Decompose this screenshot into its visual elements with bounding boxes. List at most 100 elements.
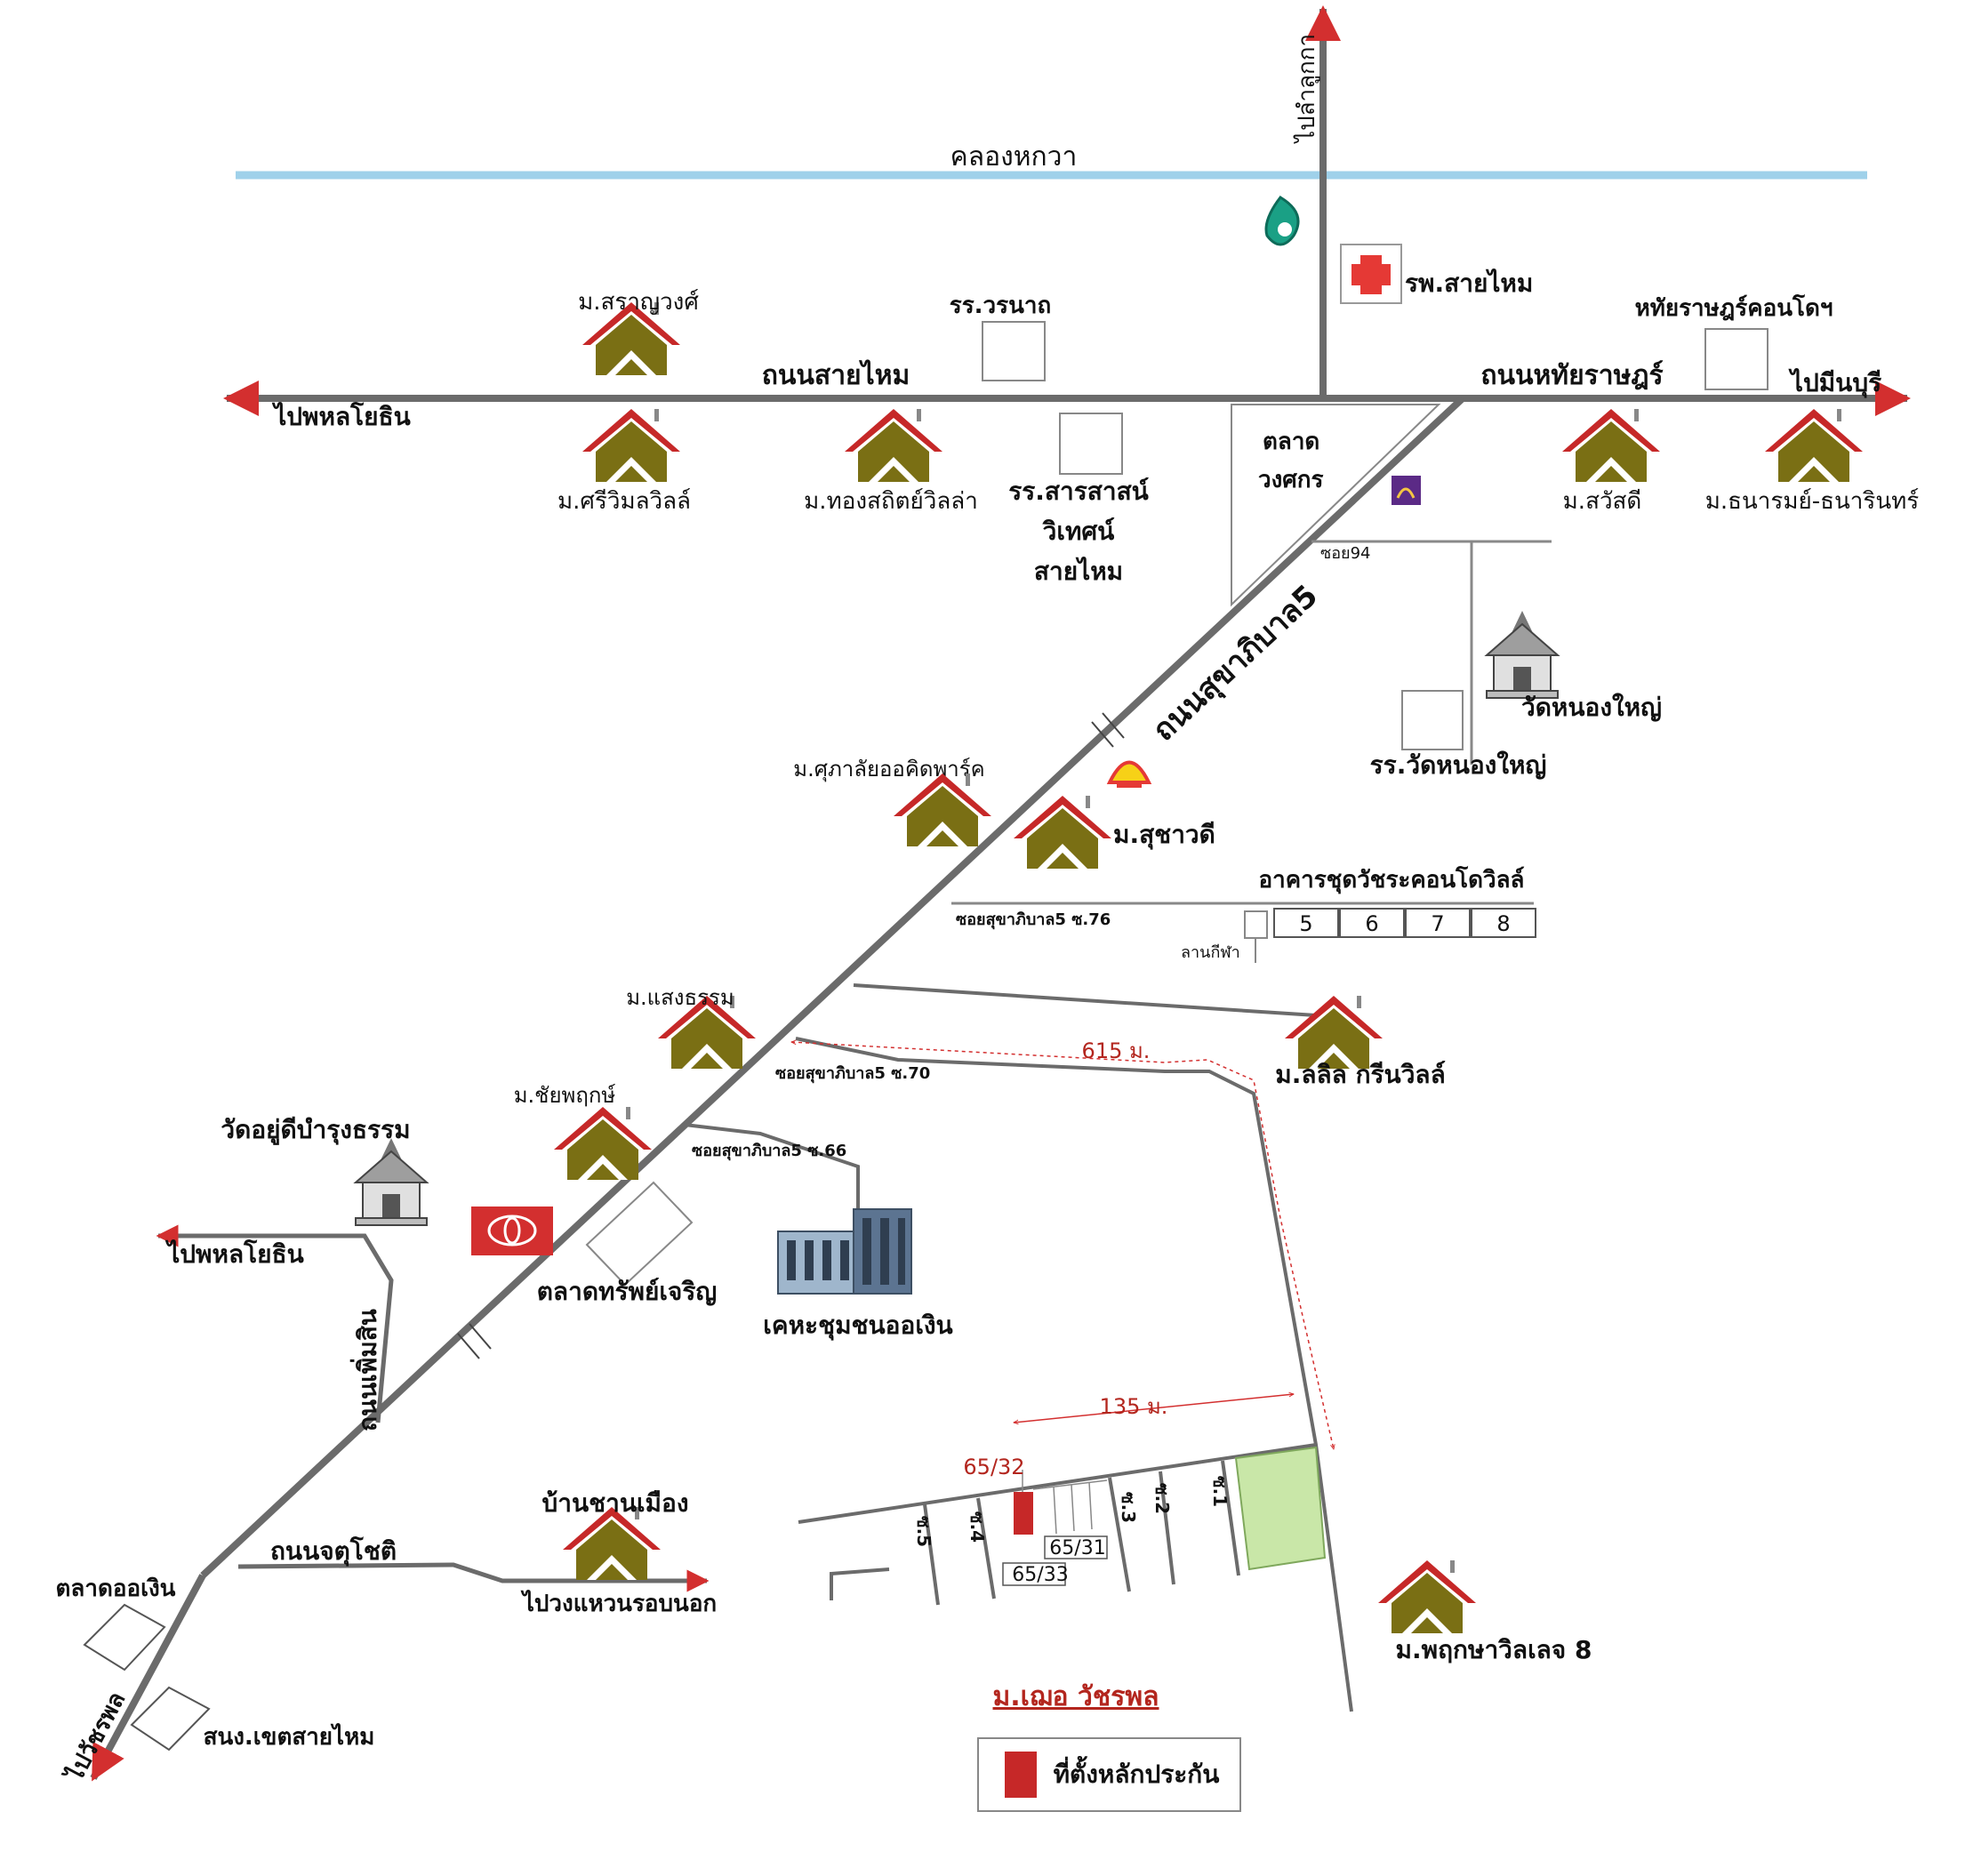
bridge-mark-upper	[1091, 712, 1125, 748]
sports-field-box	[1244, 910, 1268, 939]
thongsathit-label: ม.ทองสถิตย์วิลล่า	[804, 488, 978, 515]
suchawadee-label: ม.สุชาวดี	[1113, 820, 1215, 850]
road-to-watcharaphon	[90, 1574, 206, 1782]
hathai-condo-box	[1704, 328, 1768, 390]
condo-building-box	[1405, 908, 1471, 938]
hospital-label: รพ.สายไหม	[1405, 269, 1533, 298]
direction-ring-road: ไปวงแหวนรอบนอก	[520, 1589, 717, 1617]
sarasas-label-3: สายไหม	[1034, 557, 1123, 586]
house-icon	[1378, 1560, 1476, 1633]
distance-line-135	[1014, 1394, 1294, 1423]
legend-swatch	[1005, 1752, 1037, 1798]
police-box	[130, 1686, 211, 1752]
house-icon	[894, 774, 991, 846]
plot-6531-label: 65/31	[1049, 1537, 1105, 1559]
toyota-icon	[471, 1207, 553, 1255]
worranat-label: รร.วรนาถ	[950, 293, 1052, 319]
police-label: สนง.เขตสายไหม	[204, 1722, 375, 1751]
saranwong-label: ม.สราญวงศ์	[578, 289, 699, 316]
worranat-school-box	[982, 321, 1046, 381]
chaipruk-label: ม.ชัยพฤกษ์	[514, 1083, 616, 1108]
road-so1	[1221, 1460, 1240, 1576]
road-label-sai-mai: ถนนสายไหม	[762, 359, 910, 391]
legend-label: ที่ตั้งหลักประกัน	[1054, 1755, 1220, 1789]
house-icon	[1285, 996, 1383, 1069]
plot-6532-label: 65/32	[963, 1455, 1024, 1479]
so2-label: ซ.2	[1151, 1483, 1173, 1514]
sports-field-label: ลานกีฬา	[1181, 943, 1240, 962]
ptt-station-icon	[1264, 196, 1300, 246]
distance-135-label: 135 ม.	[1100, 1394, 1168, 1419]
temple-icon	[355, 1137, 428, 1226]
bank-icon-mark	[1396, 487, 1416, 499]
house-icon	[1562, 409, 1660, 482]
ban-chan-mueang-label: บ้านชานเมือง	[541, 1488, 688, 1518]
distance-615-label: 615 ม.	[1082, 1038, 1151, 1063]
soi70-label: ซอยสุขาภิบาล5 ซ.70	[775, 1064, 930, 1084]
road-so5	[923, 1503, 940, 1606]
hathai-condo-label: หทัยราษฎร์คอนโดฯ	[1635, 293, 1833, 322]
temple-icon	[1486, 610, 1559, 699]
apartment-building-icon	[777, 1208, 912, 1295]
soi66-label: ซอยสุขาภิบาล5 ซ.66	[692, 1142, 846, 1161]
canal-label: คลองหกวา	[950, 141, 1078, 172]
road-soi66	[684, 1123, 860, 1214]
condo-buildings: 5 6 7 8	[1273, 908, 1536, 938]
house-icon	[554, 1107, 652, 1180]
nong-yai-school-box	[1401, 690, 1464, 750]
soi76-label: ซอยสุขาภิบาล5 ซ.76	[956, 910, 1111, 930]
wat-nong-yai-label: วัดหนองใหญ่	[1521, 693, 1662, 722]
sawasdee-label: ม.สวัสดี	[1563, 488, 1642, 515]
direction-phahon-top: ไปพหลโยธิน	[271, 401, 411, 431]
soi94-label: ซอย94	[1320, 544, 1370, 563]
road-chatu-chot	[237, 1562, 710, 1592]
watchara-condo-label: อาคารชุดวัชระคอนโดวิลล์	[1259, 865, 1525, 894]
direction-lam-luk-ka: ไปลำลูกกา	[1293, 34, 1320, 144]
oengoen-market-label: ตลาดออเงิน	[56, 1575, 176, 1602]
wongsakorn-label-1: ตลาด	[1263, 429, 1319, 455]
direction-phahon-mid: ไปพหลโยธิน	[164, 1239, 304, 1269]
condo-building-label: 5	[1299, 911, 1312, 936]
condo-building-label: 7	[1431, 911, 1444, 936]
wongsakorn-market-outline	[1231, 404, 1441, 607]
condo-building-box	[1273, 908, 1339, 938]
road-phoem-sin	[156, 1224, 394, 1423]
shell-station-icon	[1106, 760, 1152, 788]
house-icon	[845, 409, 942, 482]
sriwimon-label: ม.ศรีวิมลวิลล์	[557, 488, 691, 515]
condo-building-box	[1471, 908, 1536, 938]
road-to-lalil	[853, 983, 1317, 1017]
plot-6533-label: 65/33	[1012, 1564, 1068, 1586]
oengoen-housing-label: เคหะชุมชนออเงิน	[763, 1311, 952, 1341]
supalai-label: ม.ศุภาลัยออคิดพาร์ค	[793, 757, 984, 782]
so5-label: ซ.5	[913, 1516, 934, 1547]
pruksa8-label: ม.พฤกษาวิลเลจ 8	[1396, 1635, 1592, 1664]
road-sukhaphiban5	[200, 396, 1465, 1578]
road-label-phoem-sin: ถนนเพิ่มสิน	[349, 1309, 382, 1431]
park-plot	[1234, 1446, 1327, 1571]
thanarom-label: ม.ธนารมย์-ธนารินทร์	[1705, 488, 1919, 515]
condo-building-label: 8	[1496, 911, 1510, 936]
road-so2	[1159, 1471, 1175, 1585]
sarasas-label-2: วิเทศน์	[1041, 517, 1114, 546]
road-label-sukhaphiban5: ถนนสุขาภิบาล5	[1146, 578, 1326, 749]
condo-building-label: 6	[1365, 911, 1378, 936]
nong-yai-school-label: รร.วัดหนองใหญ่	[1370, 750, 1547, 780]
oengoen-market-box	[83, 1603, 166, 1672]
sarasas-school-box	[1059, 413, 1123, 475]
saengtham-label: ม.แสงธรรม	[626, 985, 734, 1010]
sap-charoen-label: ตลาดทรัพย์เจริญ	[537, 1277, 717, 1306]
so4-label: ซ.4	[966, 1511, 988, 1543]
direction-min-buri: ไปมีนบุรี	[1788, 368, 1881, 398]
house-icon	[582, 409, 680, 482]
road-label-hathai-rat: ถนนหทัยราษฎร์	[1480, 360, 1663, 391]
road-label-chatu-chot: ถนนจตุโชติ	[270, 1535, 397, 1567]
house-icon	[563, 1507, 661, 1580]
road-property-lane	[798, 1443, 1317, 1524]
so3-label: ซ.3	[1118, 1492, 1139, 1523]
lalil-label: ม.ลลิล กรีนวิลล์	[1275, 1060, 1446, 1089]
collateral-plot[interactable]	[1014, 1492, 1033, 1535]
wat-yu-di-label: วัดอยู่ดีบำรุงธรรม	[221, 1115, 410, 1145]
sarasas-label-1: รร.สารสาสน์	[1008, 477, 1149, 506]
